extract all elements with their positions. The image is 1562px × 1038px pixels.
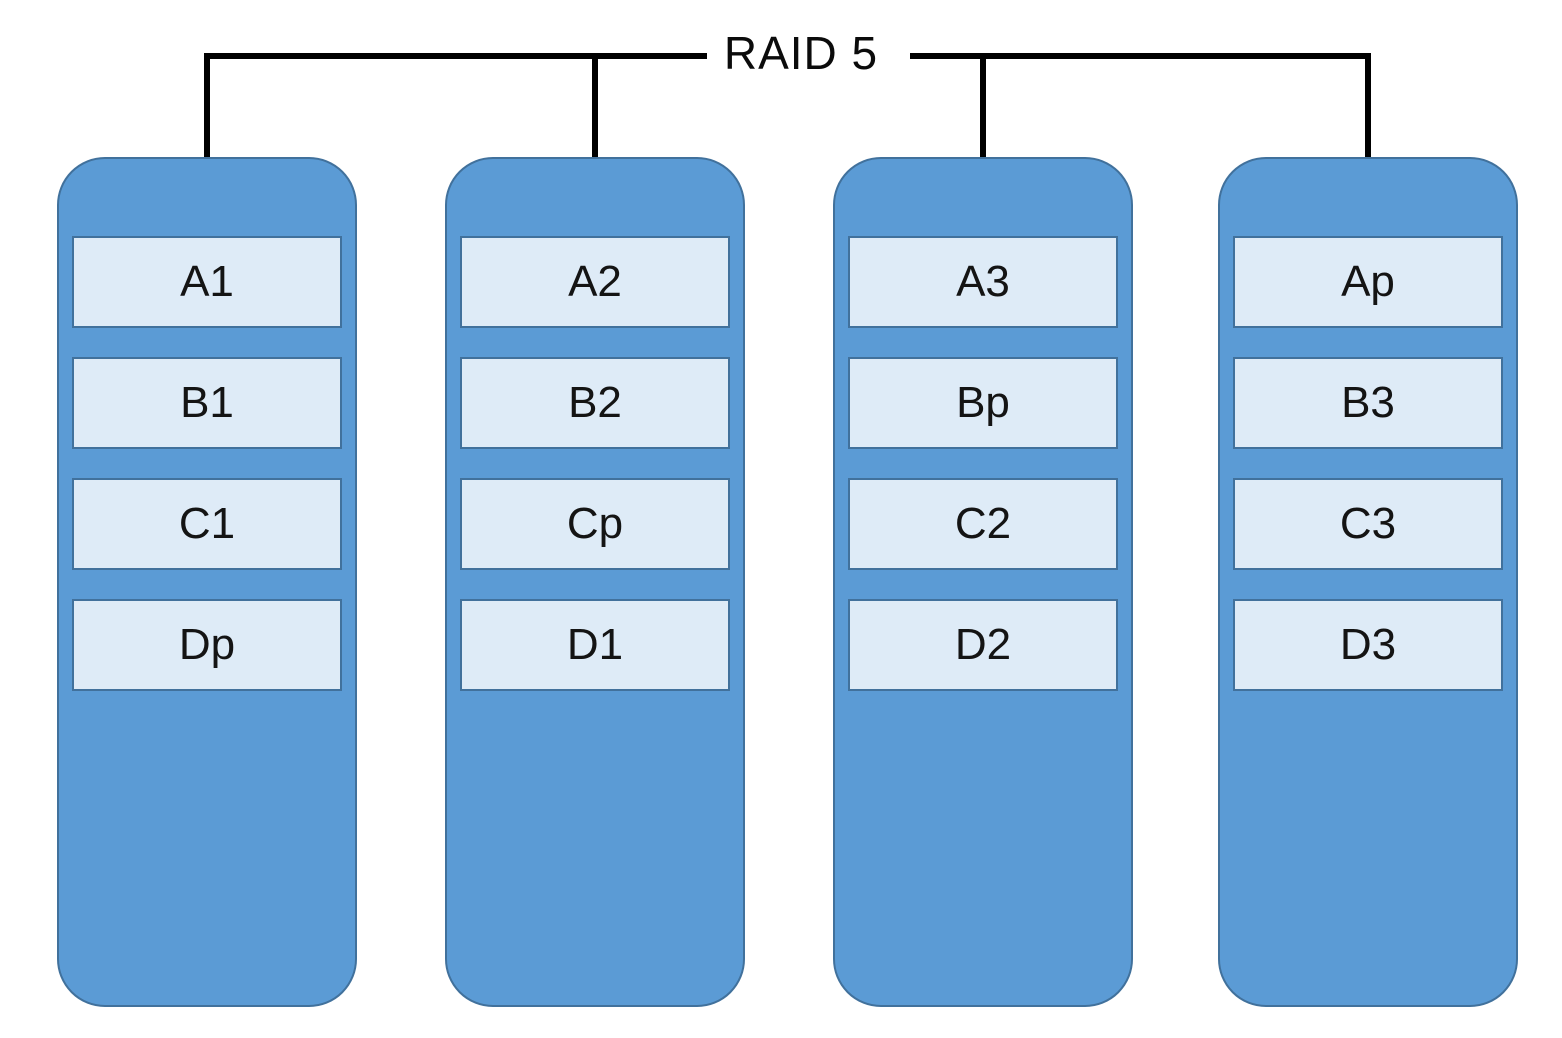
block-dp-label: Dp xyxy=(178,620,236,669)
block-a2: A2 xyxy=(460,236,730,328)
block-a2-label: A2 xyxy=(568,257,622,306)
block-c1: C1 xyxy=(72,478,342,570)
disk-3: A3 Bp C2 D2 xyxy=(833,157,1133,1007)
block-d2: D2 xyxy=(848,599,1118,691)
block-cp: Cp xyxy=(460,478,730,570)
connector-disk-4 xyxy=(1365,53,1371,159)
block-d1: D1 xyxy=(460,599,730,691)
block-a1: A1 xyxy=(72,236,342,328)
disk-4: Ap B3 C3 D3 xyxy=(1218,157,1518,1007)
block-d1-label: D1 xyxy=(566,620,624,669)
connector-disk-2 xyxy=(592,53,598,159)
block-ap: Ap xyxy=(1233,236,1503,328)
block-ap-label: Ap xyxy=(1341,257,1395,306)
block-c3-label: C3 xyxy=(1339,499,1397,548)
block-a1-label: A1 xyxy=(180,257,234,306)
bus-line-left xyxy=(204,53,707,59)
block-a3-label: A3 xyxy=(956,257,1010,306)
disk-1: A1 B1 C1 Dp xyxy=(57,157,357,1007)
raid-title: RAID 5 xyxy=(723,27,879,79)
block-c3: C3 xyxy=(1233,478,1503,570)
block-bp: Bp xyxy=(848,357,1118,449)
block-b3: B3 xyxy=(1233,357,1503,449)
block-c2-label: C2 xyxy=(954,499,1012,548)
connector-disk-1 xyxy=(204,53,210,159)
block-dp: Dp xyxy=(72,599,342,691)
disk-2: A2 B2 Cp D1 xyxy=(445,157,745,1007)
block-b1: B1 xyxy=(72,357,342,449)
block-a3: A3 xyxy=(848,236,1118,328)
block-c2: C2 xyxy=(848,478,1118,570)
block-b2-label: B2 xyxy=(568,378,622,427)
block-b3-label: B3 xyxy=(1341,378,1395,427)
block-d3: D3 xyxy=(1233,599,1503,691)
block-bp-label: Bp xyxy=(956,378,1010,427)
block-d3-label: D3 xyxy=(1339,620,1397,669)
block-b1-label: B1 xyxy=(180,378,234,427)
block-cp-label: Cp xyxy=(566,499,624,548)
block-b2: B2 xyxy=(460,357,730,449)
connector-disk-3 xyxy=(980,53,986,159)
block-d2-label: D2 xyxy=(954,620,1012,669)
block-c1-label: C1 xyxy=(178,499,236,548)
bus-line-right xyxy=(910,53,1371,59)
